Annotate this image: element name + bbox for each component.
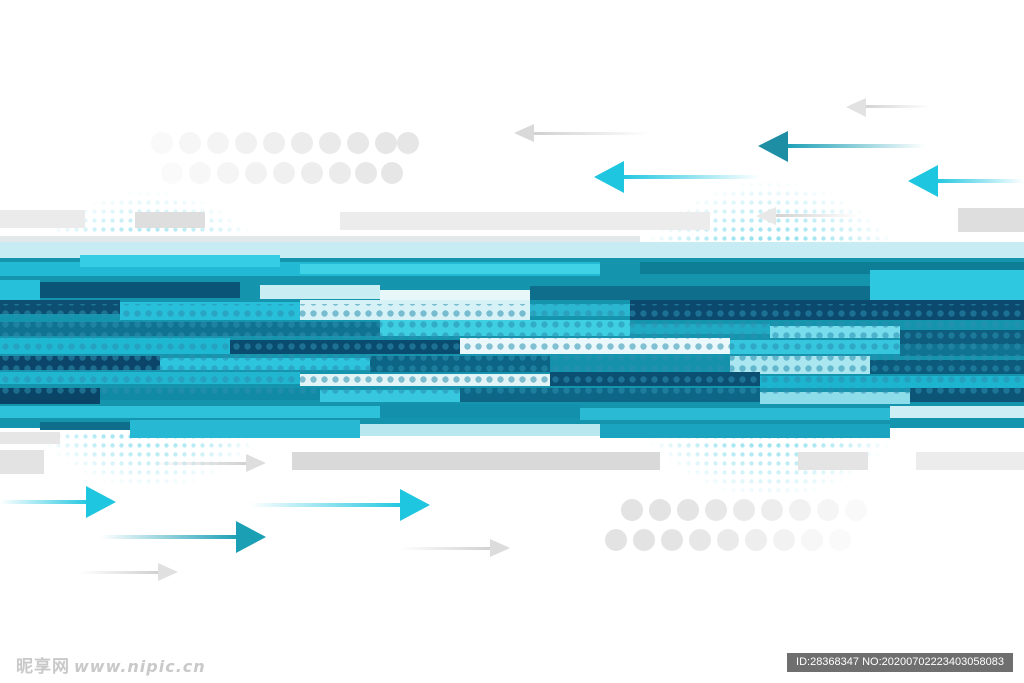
gray-bars — [0, 208, 1024, 474]
watermark-site-text: www.nipic.cn — [74, 657, 206, 676]
arrow-left-cyan-right — [908, 165, 1024, 197]
arrow-right-gray-middle — [400, 539, 510, 557]
arrow-left-gray — [514, 124, 650, 142]
arrow-left-teal — [758, 131, 925, 162]
arrow-left-gray-small — [846, 98, 930, 117]
arrow-left-light-gray — [756, 207, 860, 225]
dot-row-bottom — [605, 499, 867, 551]
main-stripe-band — [0, 242, 1024, 438]
arrow-right-cyan-middle — [250, 489, 430, 521]
arrow-left-cyan — [594, 161, 760, 193]
dot-row-top — [151, 132, 419, 184]
arrow-right-cyan-left — [0, 486, 116, 518]
watermark-logo-text: 昵享网 — [16, 657, 70, 677]
arrow-right-teal — [100, 521, 266, 553]
arrow-right-gray-band — [150, 454, 266, 472]
watermark-id-label: ID:28368347 NO:20200702223403058083 — [787, 653, 1013, 672]
arrow-right-gray-small — [80, 563, 178, 581]
